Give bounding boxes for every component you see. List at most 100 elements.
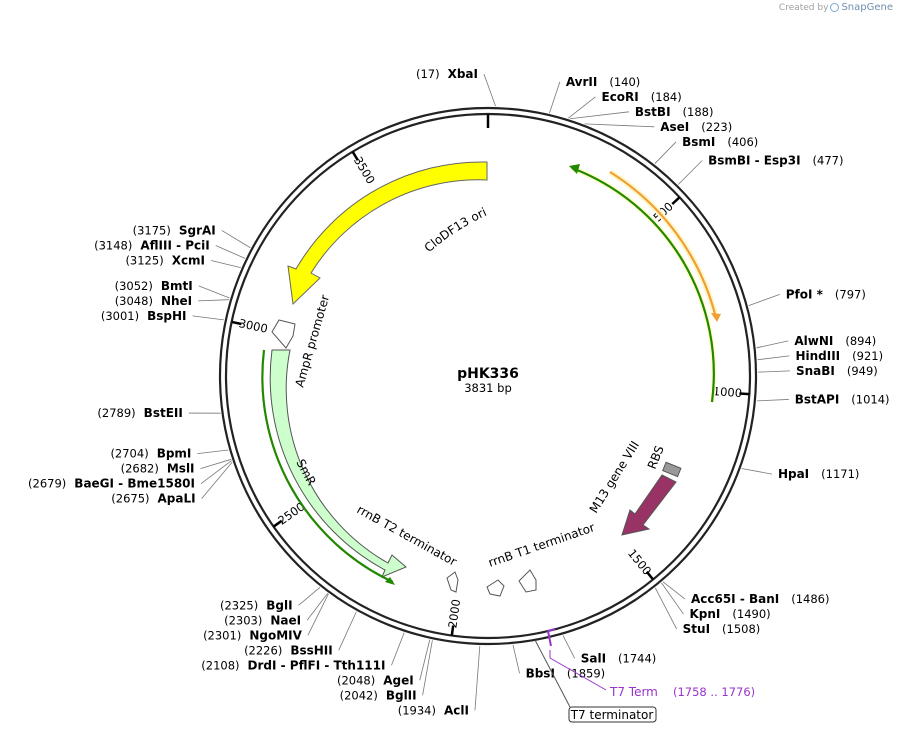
- site-pos: (2042): [340, 688, 378, 702]
- restriction-site-label[interactable]: HpaI(1171): [778, 467, 859, 481]
- restriction-site-label[interactable]: (2675)ApaLI: [111, 492, 195, 506]
- restriction-site-label[interactable]: (2042)BglII: [340, 688, 417, 702]
- site-name: BstEII: [144, 406, 183, 420]
- site-name: AclI: [444, 703, 469, 717]
- site-pos: (2108): [201, 658, 239, 672]
- site-name: BbsI: [526, 666, 555, 680]
- green-track-right-arrowhead: [569, 164, 580, 174]
- site-leader: [474, 645, 481, 711]
- site-name: MslI: [167, 462, 195, 476]
- restriction-site-label[interactable]: BstAPI(1014): [795, 392, 890, 406]
- restriction-site-label[interactable]: Acc65I - BanI (1486): [691, 592, 830, 606]
- site-pos: (2226): [244, 643, 282, 657]
- tick-mark: [671, 196, 681, 206]
- restriction-site-label[interactable]: EcoRI (184): [602, 90, 682, 104]
- site-pos: (797): [835, 287, 866, 301]
- restriction-site-label[interactable]: AseI (223): [660, 120, 732, 134]
- plasmid-size: 3831 bp: [464, 381, 512, 395]
- restriction-site-label[interactable]: SalI(1744): [581, 651, 657, 665]
- restriction-site-label[interactable]: (2303)NaeI: [224, 613, 301, 627]
- credit-prefix: Created by: [778, 2, 829, 13]
- site-name: BmtI: [161, 279, 193, 293]
- site-name: KpnI: [689, 607, 720, 621]
- restriction-site-label[interactable]: (2108)DrdI - PflFI - Tth111I: [201, 658, 385, 672]
- site-name: SnaBI: [796, 364, 835, 378]
- restriction-site-label[interactable]: (3175)SgrAI: [133, 223, 216, 237]
- site-pos: (894): [845, 334, 876, 348]
- site-leader: [662, 581, 686, 600]
- restriction-site-label[interactable]: BsmBI - Esp3I(477): [708, 154, 843, 168]
- restriction-site-label[interactable]: (17)XbaI: [416, 67, 478, 81]
- restriction-site-label[interactable]: StuI(1508): [683, 622, 761, 636]
- site-leader: [197, 449, 229, 455]
- site-name: AseI: [660, 120, 689, 134]
- site-pos: (2301): [203, 628, 241, 642]
- primer-t7-term: [547, 628, 556, 647]
- site-pos: (921): [852, 349, 883, 363]
- snapgene-logo-icon: [830, 3, 840, 12]
- site-leader: [562, 635, 576, 659]
- site-leader: [549, 81, 561, 114]
- restriction-site-label[interactable]: BsmI(406): [682, 135, 758, 149]
- site-name: AgeI: [383, 673, 413, 687]
- site-leader: [200, 460, 232, 484]
- site-leader: [391, 632, 405, 666]
- restriction-site-label[interactable]: (2226)BssHII: [244, 643, 333, 657]
- restriction-site-label[interactable]: SnaBI(949): [796, 364, 878, 378]
- site-pos: (1934): [398, 703, 436, 717]
- restriction-site-label[interactable]: (3125)XcmI: [125, 253, 205, 267]
- restriction-site-label[interactable]: HindIII (921): [795, 349, 883, 363]
- restriction-site-label[interactable]: (2789)BstEII: [97, 406, 182, 420]
- restriction-site-label[interactable]: KpnI(1490): [689, 607, 770, 621]
- restriction-site-label[interactable]: (2301)NgoMIV: [203, 628, 303, 642]
- site-pos: (184): [651, 90, 682, 104]
- restriction-site-label[interactable]: (3048)NheI: [115, 294, 192, 308]
- tick-label: 3500: [351, 154, 378, 186]
- restriction-site-label[interactable]: (2704)BpmI: [110, 447, 191, 461]
- site-pos: (2048): [337, 673, 375, 687]
- restriction-site-label[interactable]: (1934) AclI: [398, 703, 469, 717]
- site-name: HindIII: [795, 349, 840, 363]
- site-leader: [192, 315, 224, 321]
- feature-ampr-promoter-label: AmpR promoter: [292, 293, 332, 389]
- tick-label: 3000: [238, 316, 270, 336]
- restriction-site-label[interactable]: PfoI * (797): [786, 287, 866, 301]
- restriction-site-label[interactable]: AvrII(140): [566, 75, 640, 89]
- site-name: HpaI: [778, 467, 809, 481]
- site-name: BstBI: [635, 105, 671, 119]
- restriction-site-label[interactable]: (2325)BglI: [220, 598, 293, 612]
- restriction-site-label[interactable]: (3148)AflIII - PciI: [94, 238, 210, 252]
- site-name: AlwNI: [794, 334, 833, 348]
- feature-clodf13-ori-label: CloDF13 ori: [422, 205, 489, 255]
- site-leader: [298, 587, 321, 606]
- site-leader: [757, 355, 790, 361]
- restriction-site-label[interactable]: BstBI (188): [635, 105, 714, 119]
- site-pos: (223): [701, 120, 732, 134]
- site-pos: (1486): [791, 592, 829, 606]
- site-pos: (1508): [722, 622, 760, 636]
- restriction-site-label[interactable]: (3052)BmtI: [115, 279, 193, 293]
- site-name: PfoI *: [786, 287, 824, 301]
- restriction-site-label[interactable]: (2682)MslI: [121, 462, 195, 476]
- restriction-site-label[interactable]: (3001)BspHI: [101, 309, 187, 323]
- site-leader: [198, 299, 230, 302]
- site-name: AflIII - PciI: [140, 238, 209, 252]
- restriction-site-label[interactable]: (2679)BaeGI - Bme1580I: [28, 477, 195, 491]
- site-name: EcoRI: [602, 90, 639, 104]
- restriction-site-label[interactable]: AlwNI (894): [794, 334, 876, 348]
- feature-ampr-promoter: [271, 319, 296, 349]
- site-name: SalI: [581, 651, 606, 665]
- site-name: Acc65I - BanI: [691, 592, 779, 606]
- site-leader: [654, 141, 677, 164]
- site-name: ApaLI: [158, 492, 196, 506]
- site-name: BaeGI - Bme1580I: [74, 477, 195, 491]
- tick-label: 2000: [445, 598, 463, 629]
- primer-t7-term-range: (1758 .. 1776): [673, 685, 755, 699]
- site-leader: [483, 73, 496, 107]
- site-pos: (188): [683, 105, 714, 119]
- restriction-site-label[interactable]: BbsI(1859): [526, 666, 606, 680]
- primer-t7-term-name: T7 Term: [609, 685, 658, 699]
- tick-mark: [351, 151, 359, 161]
- feature-rbs-label: RBS: [645, 444, 667, 471]
- restriction-site-label[interactable]: (2048) AgeI: [337, 673, 414, 687]
